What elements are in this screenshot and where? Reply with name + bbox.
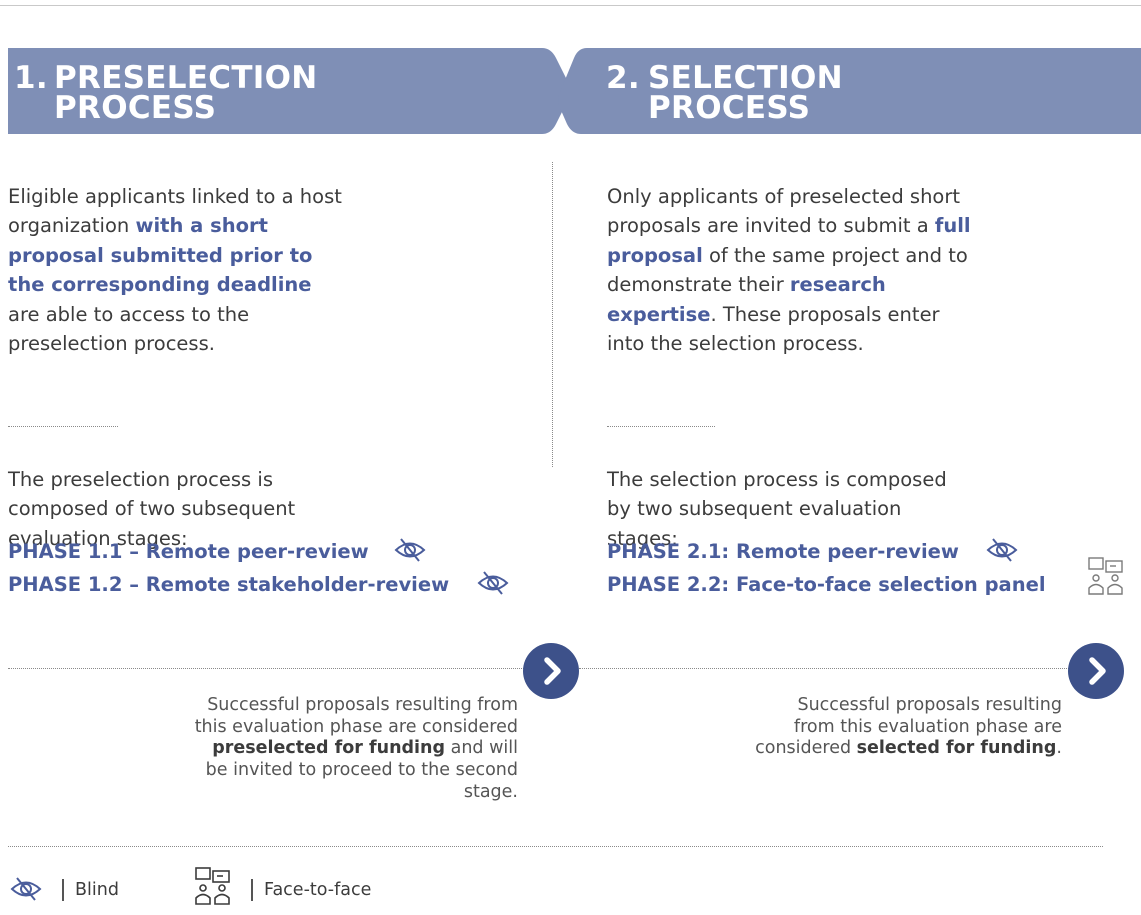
- legend-divider: [8, 846, 1103, 847]
- stage2-intro: Only applicants of preselected short pro…: [607, 185, 971, 356]
- stage1-short-divider: [8, 426, 118, 427]
- stage2-banner: 2. SELECTION PROCESS: [0, 48, 1141, 134]
- eye-slash-icon: [986, 538, 1018, 562]
- phase-2-1: PHASE 2.1: Remote peer-review: [607, 540, 959, 563]
- top-divider: [0, 5, 1141, 6]
- stage2-composition: The selection process is composed by two…: [607, 468, 947, 550]
- stage2-short-divider: [607, 426, 715, 427]
- stage1-banner: 1. PRESELECTION PROCESS: [0, 48, 582, 134]
- stage2-number: 2.: [606, 60, 640, 96]
- legend-face-label: Face-to-face: [264, 880, 372, 900]
- face-to-face-icon: [195, 867, 230, 905]
- stage1-title: PRESELECTION PROCESS: [54, 60, 318, 126]
- stage2-result-divider: [579, 668, 1071, 669]
- face-to-face-icon: [1088, 557, 1123, 595]
- stage2-title: SELECTION PROCESS: [648, 60, 843, 126]
- legend-separator: [62, 879, 64, 901]
- legend-blind-label: Blind: [75, 880, 119, 900]
- stage1-intro: Eligible applicants linked to a host org…: [8, 185, 342, 356]
- eye-slash-icon: [10, 877, 42, 901]
- stage1-number: 1.: [14, 60, 48, 96]
- stage1-result-divider: [8, 668, 528, 669]
- phase-1-2: PHASE 1.2 – Remote stakeholder-review: [8, 573, 450, 596]
- stage2-result: Successful proposals resulting from this…: [755, 695, 1062, 759]
- legend-separator: [251, 879, 253, 901]
- eye-slash-icon: [394, 538, 426, 562]
- stage1-result: Successful proposals resulting from this…: [194, 695, 518, 802]
- phase-2-2: PHASE 2.2: Face-to-face selection panel: [607, 573, 1046, 596]
- eye-slash-icon: [477, 571, 509, 595]
- stage1-next-arrow[interactable]: [523, 643, 579, 699]
- stage1-composition: The preselection process is composed of …: [8, 468, 296, 550]
- stage2-next-arrow[interactable]: [1068, 643, 1124, 699]
- column-divider: [552, 162, 553, 467]
- phase-1-1: PHASE 1.1 – Remote peer-review: [8, 540, 369, 563]
